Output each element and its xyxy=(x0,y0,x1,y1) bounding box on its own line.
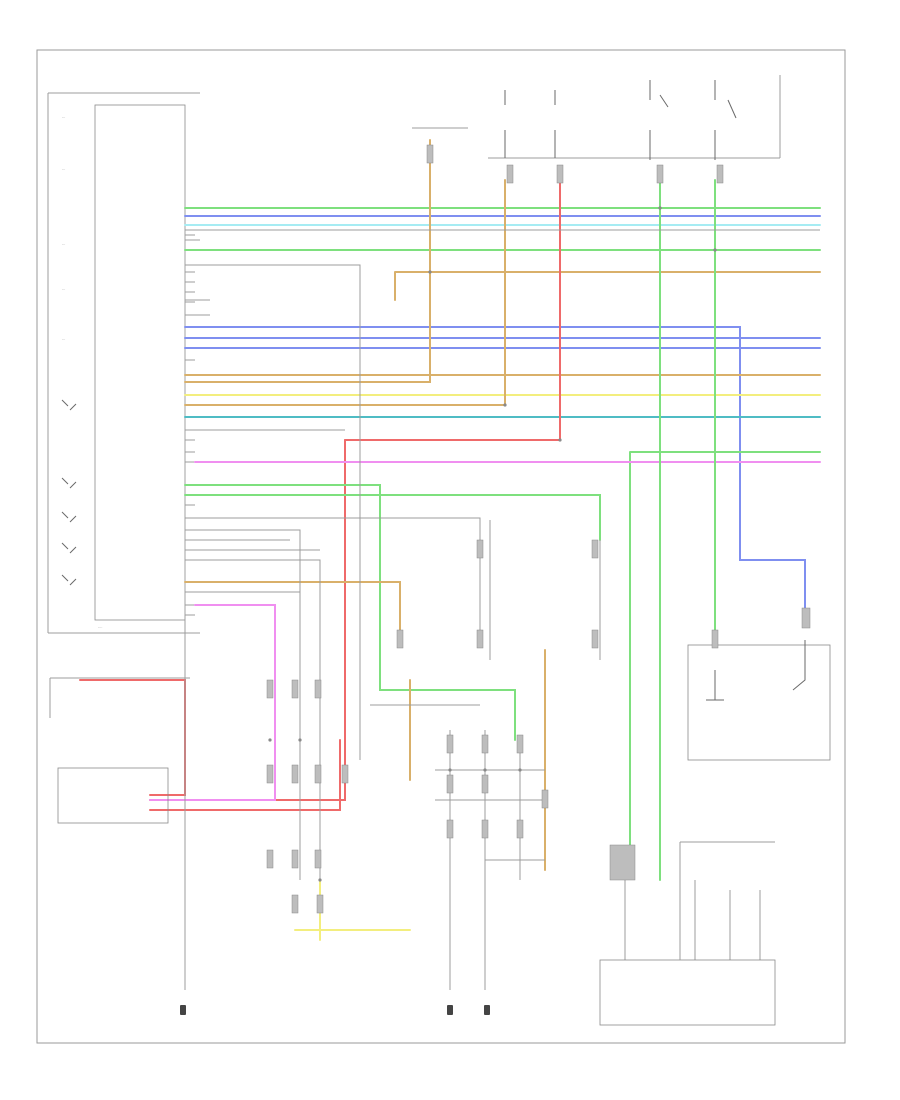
splices xyxy=(268,206,717,882)
connector-icon xyxy=(266,679,274,699)
splice-icon xyxy=(658,206,662,210)
svg-text:---: --- xyxy=(62,167,65,171)
connector-icon xyxy=(291,679,299,699)
svg-text:---: --- xyxy=(62,337,65,341)
connector-icon xyxy=(591,539,599,559)
connector-icon xyxy=(266,849,274,869)
harness-line-2 xyxy=(185,264,361,760)
connector-icon xyxy=(314,849,322,869)
splice-icon xyxy=(298,738,302,742)
connector-icon xyxy=(446,774,454,794)
connector-icon xyxy=(446,819,454,839)
wire-red-23 xyxy=(79,679,186,796)
connector-icon xyxy=(291,894,299,914)
splice-icon xyxy=(428,270,432,274)
connector-icon xyxy=(541,789,549,809)
connector-icon xyxy=(341,764,349,784)
harness-wires xyxy=(79,139,821,990)
connector-icon xyxy=(556,164,564,184)
harness-line-7 xyxy=(185,529,301,880)
bottom-right-module xyxy=(599,841,776,1026)
connector-icon xyxy=(314,679,322,699)
connector-icon xyxy=(481,734,489,754)
connector-icon xyxy=(481,819,489,839)
diagram-frame xyxy=(36,49,846,1044)
svg-text:----: ---- xyxy=(98,625,102,629)
connector-icon xyxy=(446,734,454,754)
grounds xyxy=(180,1005,490,1015)
splice-icon xyxy=(713,248,717,252)
module-indicators: --- --- --- --- --- xyxy=(61,115,77,586)
connector-icon xyxy=(314,764,322,784)
connector-icon xyxy=(266,764,274,784)
wire-blue-5 xyxy=(184,326,806,611)
connector-icon xyxy=(516,734,524,754)
connector-icon xyxy=(291,764,299,784)
connector-icon xyxy=(591,629,599,649)
ground-icon xyxy=(180,1005,186,1015)
control-module: ---- --- --- --- --- --- xyxy=(47,92,200,634)
splice-icon xyxy=(558,438,562,442)
splice-icon xyxy=(483,768,487,772)
connector-icon xyxy=(426,144,434,164)
wire-green-18 xyxy=(184,494,601,541)
wire-red-13 xyxy=(344,179,561,441)
wire-tan-21 xyxy=(184,581,401,641)
connector-icon xyxy=(716,164,724,184)
wire-tan-11 xyxy=(184,179,506,406)
connector-icon xyxy=(516,819,524,839)
connector-icon xyxy=(476,539,484,559)
connector-icon xyxy=(711,629,719,649)
connector-icon xyxy=(476,629,484,649)
splice-icon xyxy=(318,878,322,882)
wire-tan-4 xyxy=(394,271,821,301)
harness-line-6 xyxy=(185,517,481,640)
connector-icon xyxy=(506,164,514,184)
splice-icon xyxy=(518,768,522,772)
splice-icon xyxy=(268,738,272,742)
connector-icon xyxy=(481,774,489,794)
splice-icon xyxy=(503,403,507,407)
svg-text:---: --- xyxy=(62,242,65,246)
wire-red-24 xyxy=(149,739,341,811)
wire-yellow-25 xyxy=(294,879,411,941)
svg-text:---: --- xyxy=(62,115,65,119)
connector-icon xyxy=(291,849,299,869)
module-pin-labels xyxy=(185,207,195,616)
right-switch-box xyxy=(687,607,831,761)
ground-icon xyxy=(447,1005,453,1015)
ground-icon xyxy=(484,1005,490,1015)
wire-green-15 xyxy=(629,451,821,871)
wire-tan-9 xyxy=(184,139,431,383)
splice-icon xyxy=(448,768,452,772)
connector-icon xyxy=(656,164,664,184)
connector-icon xyxy=(316,894,324,914)
top-fuse-section xyxy=(412,75,781,160)
bottom-left-module xyxy=(49,677,190,824)
wire-green-17 xyxy=(184,484,516,741)
svg-text:---: --- xyxy=(62,287,65,291)
wire-pink-22 xyxy=(149,604,276,801)
connector-icon xyxy=(396,629,404,649)
connectors xyxy=(266,144,724,914)
